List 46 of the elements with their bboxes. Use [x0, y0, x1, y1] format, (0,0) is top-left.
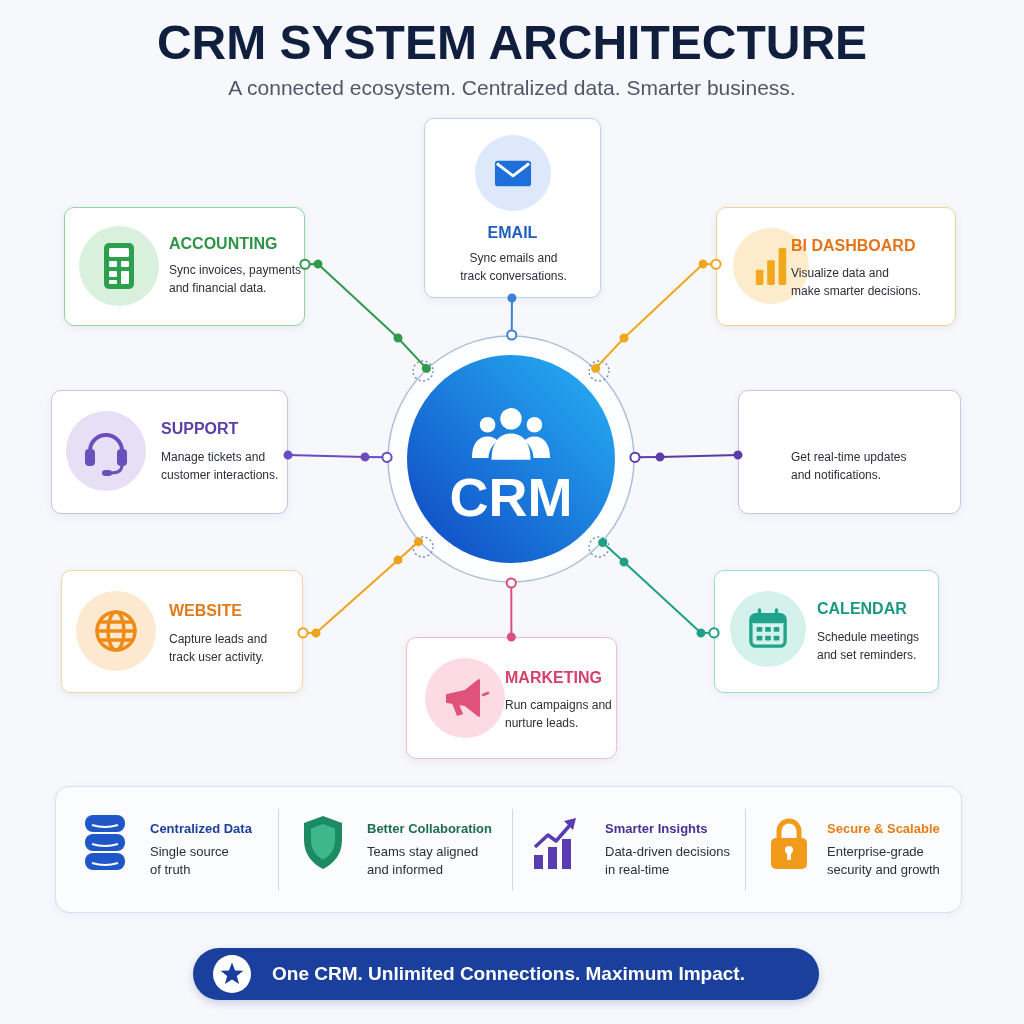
- integration-title: CALENDAR: [817, 599, 907, 619]
- integration-title: BI DASHBOARD: [791, 236, 916, 256]
- subtitle: A connected ecosystem. Centralized data. Smarter business.: [228, 76, 796, 100]
- feature-description: Data-driven decisions in real-time: [605, 843, 731, 879]
- feature-title: Centralized Data: [150, 820, 252, 838]
- integration-description: Sync invoices, payments and financial data.: [169, 262, 303, 297]
- integration-card: [714, 570, 939, 693]
- connector-line: [506, 293, 518, 341]
- connector-line: [297, 537, 423, 639]
- integration-card: [716, 207, 956, 326]
- integration-card: [64, 207, 305, 326]
- integration-title: ACCOUNTING: [169, 234, 278, 254]
- connector-line: [505, 577, 517, 642]
- connector-line: [591, 258, 722, 373]
- integration-description: Get real-time updates and notifications.: [791, 449, 908, 484]
- connector-line: [283, 450, 393, 463]
- integration-card: [738, 390, 961, 514]
- hub-circle: [387, 335, 635, 583]
- integration-title: WEBSITE: [169, 601, 242, 621]
- hub-label: CRM: [449, 469, 573, 525]
- integration-title: MARKETING: [505, 668, 602, 688]
- integration-card: [406, 637, 617, 759]
- integration-card: [51, 390, 288, 514]
- integration-description: Visualize data and make smarter decisions.: [791, 265, 922, 300]
- page-title: CRM SYSTEM ARCHITECTURE: [156, 16, 868, 70]
- integration-card: [61, 570, 303, 693]
- features-panel: [55, 786, 962, 913]
- feature-title: Secure & Scalable: [827, 820, 940, 838]
- integration-description: Capture leads and track user activity.: [169, 631, 269, 666]
- connector-line: [598, 538, 720, 639]
- feature-description: Single source of truth: [150, 843, 230, 879]
- integration-description: Manage tickets and customer interactions.: [161, 449, 280, 484]
- tagline-banner: [193, 948, 819, 1000]
- connector-line: [629, 450, 743, 463]
- integration-title: EMAIL: [487, 223, 538, 243]
- integration-description: Schedule meetings and set reminders.: [817, 629, 921, 664]
- integration-description: Sync emails and track conversations.: [459, 250, 568, 285]
- feature-title: Smarter Insights: [605, 820, 708, 838]
- feature-description: Enterprise-grade security and growth: [827, 843, 941, 879]
- feature-description: Teams stay aligned and informed: [367, 843, 480, 879]
- integration-card: [424, 118, 601, 298]
- feature-title: Better Collaboration: [367, 820, 492, 838]
- connector-line: [299, 258, 431, 373]
- tagline-text: One CRM. Unlimited Connections. Maximum Impact.: [272, 962, 745, 986]
- integration-description: Run campaigns and nurture leads.: [505, 697, 613, 732]
- integration-title: SUPPORT: [161, 419, 239, 439]
